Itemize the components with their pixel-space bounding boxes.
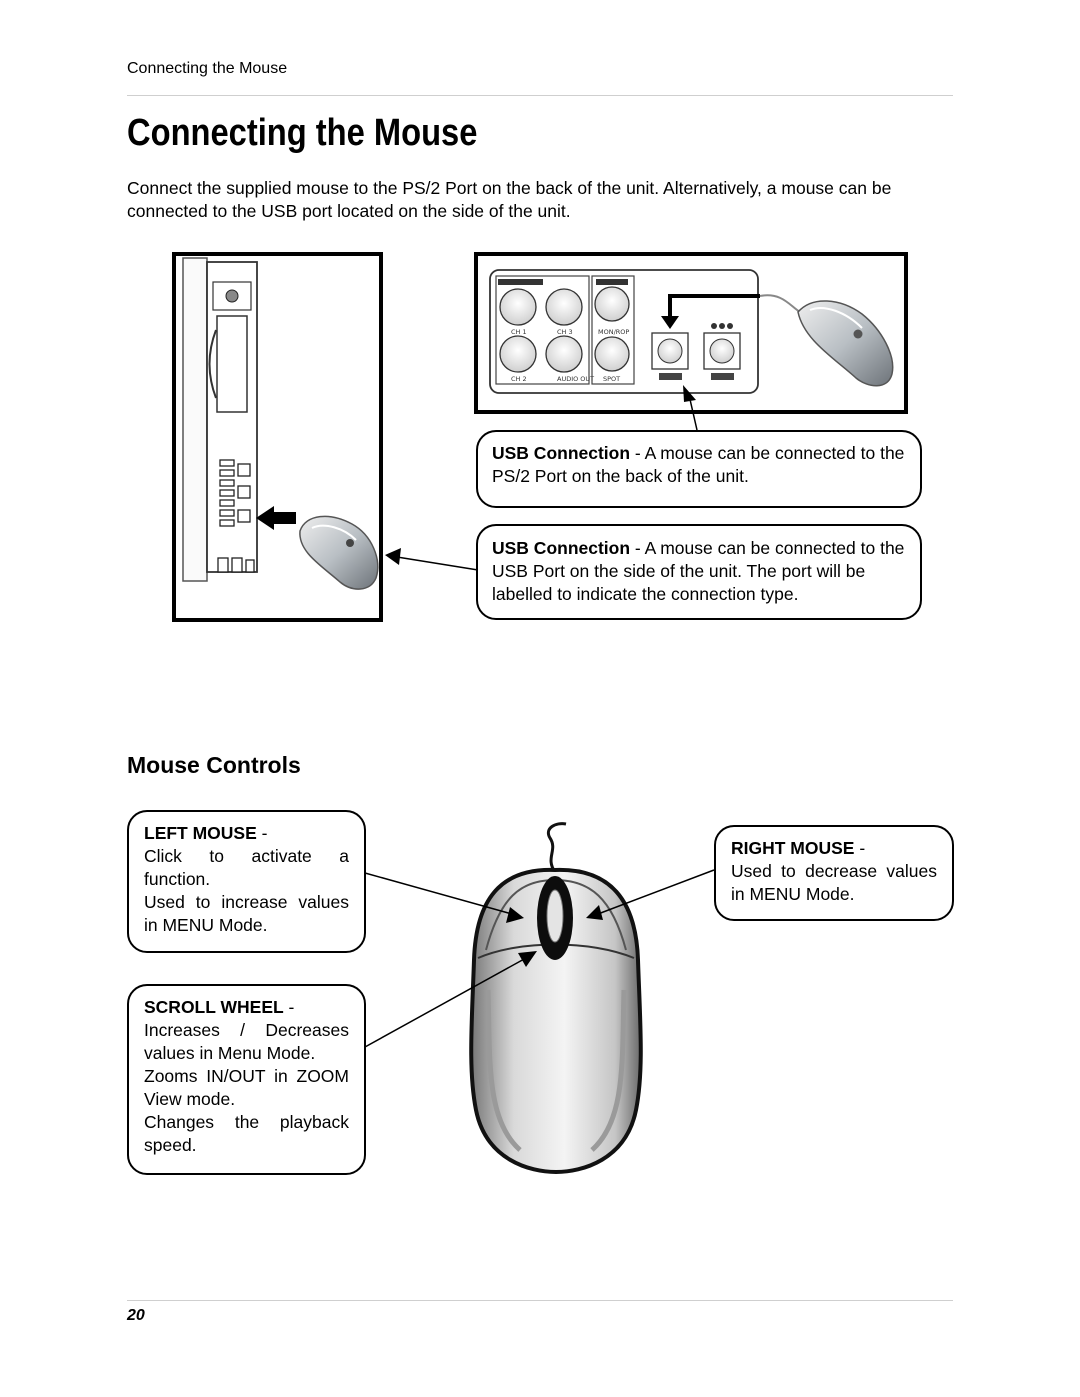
port-label-audio: AUDIO OUT — [557, 375, 594, 383]
left-mouse-callout: LEFT MOUSE - Click to activate a functio… — [127, 810, 366, 953]
right-mouse-line: Used to decrease values in MENU Mode. — [731, 861, 937, 904]
left-mouse-line: Used to increase values in MENU Mode. — [144, 892, 349, 935]
port-label-spot: SPOT — [603, 375, 620, 383]
header-divider — [127, 95, 953, 96]
rear-panel-diagram: CH 1 CH 3 CH 2 AUDIO OUT MON/ROP SPOT — [474, 252, 908, 414]
scroll-wheel-line: Zooms IN/OUT in ZOOM View mode. — [144, 1066, 349, 1109]
right-mouse-label: RIGHT MOUSE — [731, 838, 855, 858]
scroll-wheel-callout: SCROLL WHEEL - Increases / Decreases val… — [127, 984, 366, 1175]
port-label-ch1: CH 1 — [511, 328, 527, 336]
mouse-illustration — [469, 822, 643, 1175]
port-label-ch3: CH 3 — [557, 328, 573, 336]
ps2-connection-callout: USB Connection - A mouse can be connecte… — [476, 430, 922, 508]
callout-text: - A mouse can be connected to the USB Po… — [492, 538, 905, 604]
scroll-wheel-line: Changes the playback speed. — [144, 1112, 349, 1155]
port-label-mon: MON/ROP — [598, 328, 629, 336]
intro-paragraph: Connect the supplied mouse to the PS/2 P… — [127, 178, 892, 221]
scroll-wheel-line: Increases / Decreases values in Menu Mod… — [144, 1020, 349, 1063]
left-mouse-label: LEFT MOUSE — [144, 823, 257, 843]
callout-dash: - — [283, 997, 295, 1017]
running-header: Connecting the Mouse — [127, 60, 288, 77]
side-view-diagram — [172, 252, 383, 622]
left-mouse-line: Click to activate a function. — [144, 846, 349, 889]
port-label-ch2: CH 2 — [511, 375, 527, 383]
callout-label: USB Connection — [492, 538, 631, 558]
callout-pointers — [385, 385, 698, 571]
callout-text: - A mouse can be connected to the PS/2 P… — [492, 443, 905, 486]
right-mouse-callout: RIGHT MOUSE - Used to decrease values in… — [714, 825, 954, 921]
section-title-mouse-controls: Mouse Controls — [127, 752, 301, 778]
page-number: 20 — [127, 1307, 145, 1324]
scroll-wheel-label: SCROLL WHEEL — [144, 997, 284, 1017]
page-title: Connecting the Mouse — [127, 112, 478, 154]
callout-dash: - — [854, 838, 866, 858]
callout-dash: - — [256, 823, 268, 843]
footer-divider — [127, 1300, 953, 1301]
callout-label: USB Connection — [492, 443, 631, 463]
usb-connection-callout: USB Connection - A mouse can be connecte… — [476, 524, 922, 620]
mouse-callout-pointers — [364, 869, 715, 1048]
